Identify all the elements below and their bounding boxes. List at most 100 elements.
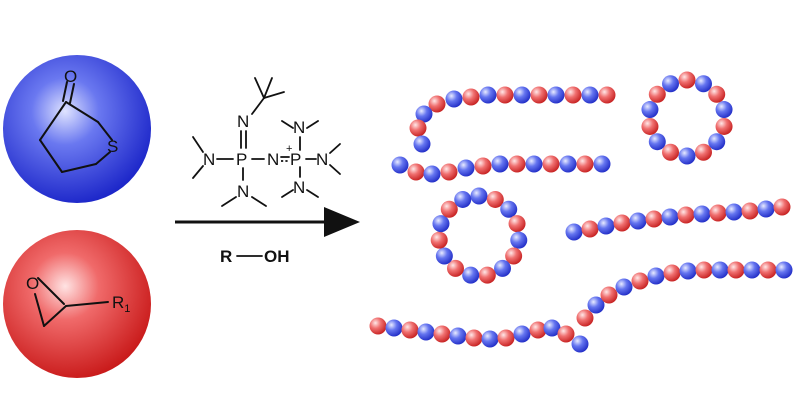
chain-1-bead: [415, 105, 433, 123]
chain-1-bead: [462, 88, 480, 106]
chain-5-bead: [543, 319, 561, 337]
chain-2-bead: [491, 155, 509, 173]
ring-1-bead: [694, 75, 712, 93]
right-amino-n-label: N: [316, 150, 328, 169]
chain-2-bead: [407, 163, 425, 181]
ring-1-bead: [678, 71, 696, 89]
ring-1-bead: [708, 133, 726, 151]
initiator-r-label: R: [220, 247, 232, 266]
chain-5-bead: [497, 329, 515, 347]
chain-4-bead: [663, 264, 681, 282]
thiolactone-structure: O S: [39, 67, 118, 173]
epoxide-structure: O R1: [26, 274, 130, 327]
chain-1-bead: [547, 86, 565, 104]
phosphazene-catalyst: N P N N N P + N N N: [192, 77, 341, 207]
chain-4-bead: [576, 309, 594, 327]
epoxide-oxygen-label: O: [26, 274, 39, 293]
chain-1-bead: [479, 86, 497, 104]
left-amino-n-label: N: [203, 150, 215, 169]
chain-5-bead: [369, 317, 387, 335]
chain-1-bead: [496, 86, 514, 104]
chain-4-bead: [775, 261, 793, 279]
chain-4-bead: [647, 267, 665, 285]
chain-4-bead: [679, 262, 697, 280]
substituent-label: R1: [112, 293, 130, 315]
chain-4-bead: [631, 272, 649, 290]
thiolactone-monomer: O S: [3, 55, 151, 203]
chain-1-bead: [428, 95, 446, 113]
ring-2-bead: [486, 190, 504, 208]
ring-1-bead: [708, 85, 726, 103]
chain-5-bead: [449, 327, 467, 345]
ring-1-bead: [694, 143, 712, 161]
chain-3-bead: [581, 220, 599, 238]
blue-sphere: [3, 55, 151, 203]
chain-2-bead: [576, 155, 594, 173]
ring-1-bead: [648, 85, 666, 103]
ring-2-bead: [430, 231, 448, 249]
chain-5-bead: [557, 325, 575, 343]
chain-2-bead: [508, 155, 526, 173]
chain-4-bead: [727, 261, 745, 279]
chain-4-bead: [615, 278, 633, 296]
chain-1-bead: [409, 119, 427, 137]
chain-3-bead: [773, 198, 791, 216]
chain-3-bead: [629, 212, 647, 230]
chain-3-bead: [677, 206, 695, 224]
chain-5-bead: [433, 325, 451, 343]
chain-5-bead: [513, 325, 531, 343]
bottom-amino-n-label: N: [237, 182, 249, 201]
sulfur-label: S: [107, 137, 118, 156]
chain-1-bead: [564, 86, 582, 104]
chain-5-bead: [385, 319, 403, 337]
chain-5-bead: [417, 323, 435, 341]
ring-2-bead: [508, 215, 526, 233]
chain-3-bead: [661, 208, 679, 226]
chain-4-bead: [711, 261, 729, 279]
top-right-amino-n-label: N: [293, 118, 305, 137]
chain-4-bead: [743, 261, 761, 279]
chain-5-bead: [481, 330, 499, 348]
chain-5-bead: [465, 329, 483, 347]
ring-2-bead: [510, 231, 528, 249]
right-phosphorus-label: P: [290, 150, 301, 169]
ring-1-bead: [641, 117, 659, 135]
chain-1-bead: [598, 86, 616, 104]
chain-2-bead: [593, 155, 611, 173]
ring-2-bead: [494, 259, 512, 277]
ring-1-bead: [662, 75, 680, 93]
chain-3-bead: [613, 214, 631, 232]
left-phosphorus-label: P: [236, 150, 247, 169]
chain-1-bead: [445, 90, 463, 108]
chain-5-bead: [401, 321, 419, 339]
chain-2-bead: [542, 155, 560, 173]
chain-3-bead: [693, 205, 711, 223]
initiator: R OH: [220, 247, 290, 266]
chain-5-bead: [529, 321, 547, 339]
chain-4-bead: [759, 261, 777, 279]
chain-2-bead: [525, 155, 543, 173]
chain-3-bead: [645, 210, 663, 228]
chain-2-bead: [559, 155, 577, 173]
ring-2-bead: [462, 266, 480, 284]
chain-4-bead: [600, 286, 618, 304]
chain-1-bead: [530, 86, 548, 104]
ring-2-bead: [440, 200, 458, 218]
chain-1-bead: [513, 86, 531, 104]
epoxide-monomer: O R1: [3, 230, 151, 378]
chain-5-bead: [571, 335, 589, 353]
ring-2-bead: [470, 187, 488, 205]
ring-2-bead: [446, 259, 464, 277]
chain-2-bead: [423, 165, 441, 183]
ring-1-bead: [648, 133, 666, 151]
ring-1-bead: [715, 117, 733, 135]
chain-2-bead: [391, 156, 409, 174]
chain-3-bead: [757, 200, 775, 218]
ring-2-bead: [500, 200, 518, 218]
chain-2-bead: [474, 157, 492, 175]
chain-3-bead: [741, 202, 759, 220]
ring-2-bead: [435, 247, 453, 265]
chain-2-bead: [440, 163, 458, 181]
chain-3-bead: [725, 203, 743, 221]
